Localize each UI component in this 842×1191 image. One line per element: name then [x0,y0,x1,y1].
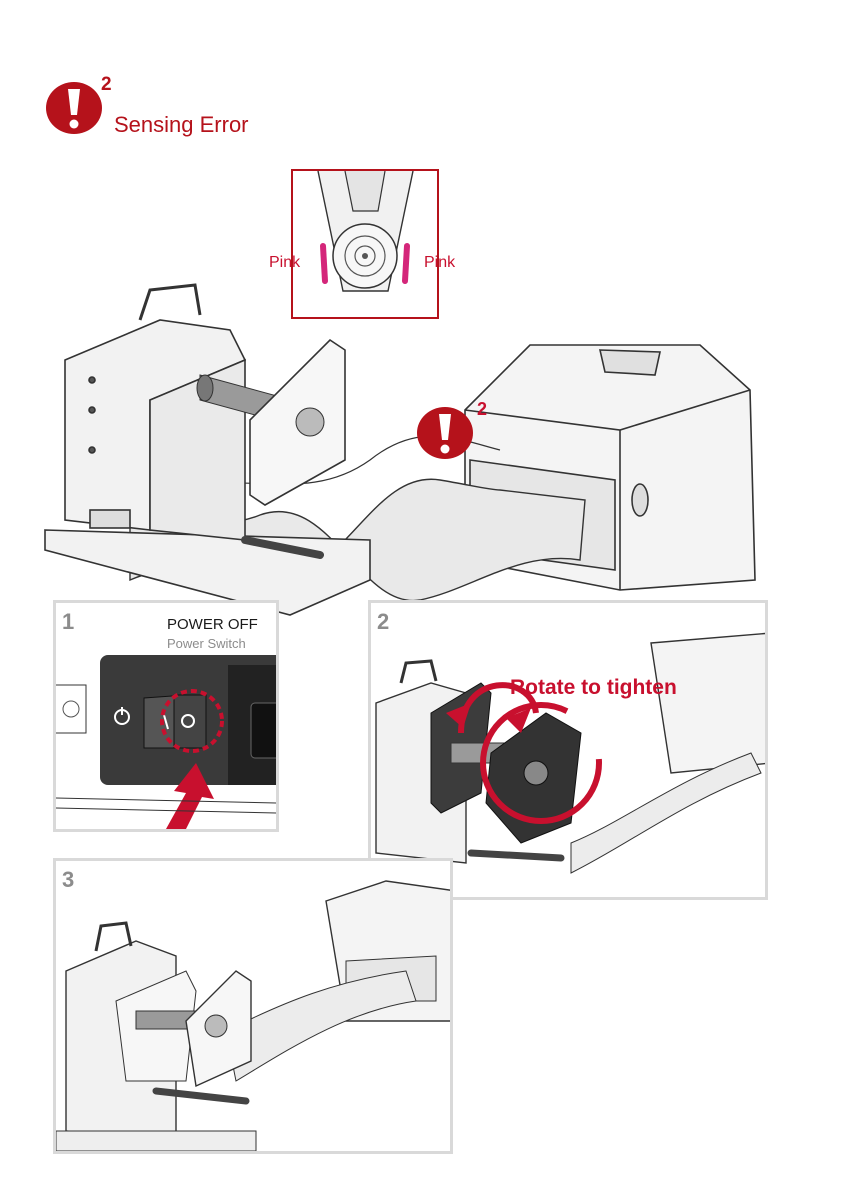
pink-label-right: Pink [424,254,455,272]
rotate-caption: Rotate to tighten [510,676,677,700]
error-marker-superscript: 2 [477,399,487,420]
page-title: Sensing Error [114,112,249,138]
header-superscript: 2 [101,74,112,96]
step-number: 3 [62,867,74,893]
sensor-callout-box [291,169,439,319]
step-number: 1 [62,609,74,635]
step-3-panel: 3 [53,858,453,1154]
rotate-disc-illustration [371,603,765,897]
sensor-closeup [293,171,437,317]
step-1-panel: 1 [53,600,279,832]
step-1-subtitle: Power Switch [167,636,246,651]
pink-sensor-right [405,246,407,281]
error-icon [44,80,106,136]
error-marker-icon [415,405,475,461]
step-1-title: POWER OFF [167,616,258,633]
final-setup-illustration [56,861,450,1151]
pink-sensor-left [323,246,325,281]
step-2-panel: 2 [368,600,768,900]
pink-label-left: Pink [269,254,300,272]
step-number: 2 [377,609,389,635]
